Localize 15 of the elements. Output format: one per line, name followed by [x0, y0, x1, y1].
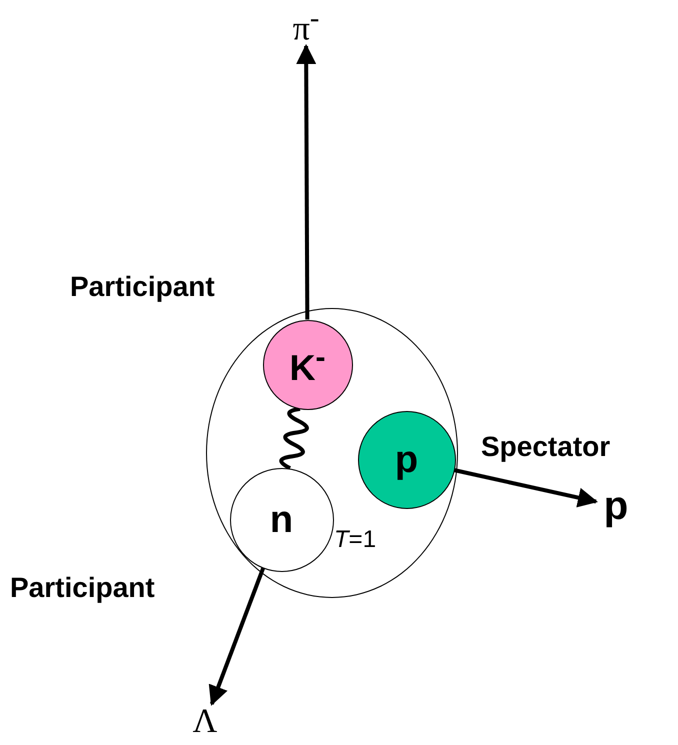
particle-label: π$^{-}$	[280, 6, 332, 46]
role-label: Spectator	[481, 433, 610, 461]
role-label: Participant	[10, 574, 155, 602]
role-label: Participant	[70, 273, 215, 301]
particle-label: p	[596, 484, 636, 528]
particle-label: Λ	[188, 704, 222, 740]
particle-circle: n	[230, 468, 334, 572]
particle-circle: p	[358, 410, 456, 508]
arrow	[208, 567, 265, 706]
isospin-label: T=1	[334, 528, 376, 552]
nucleus-circle	[206, 308, 458, 598]
arrow	[296, 44, 316, 320]
arrow	[454, 468, 598, 508]
wavy-line	[279, 406, 309, 470]
particle-circle: K$^{-}$	[262, 320, 352, 410]
